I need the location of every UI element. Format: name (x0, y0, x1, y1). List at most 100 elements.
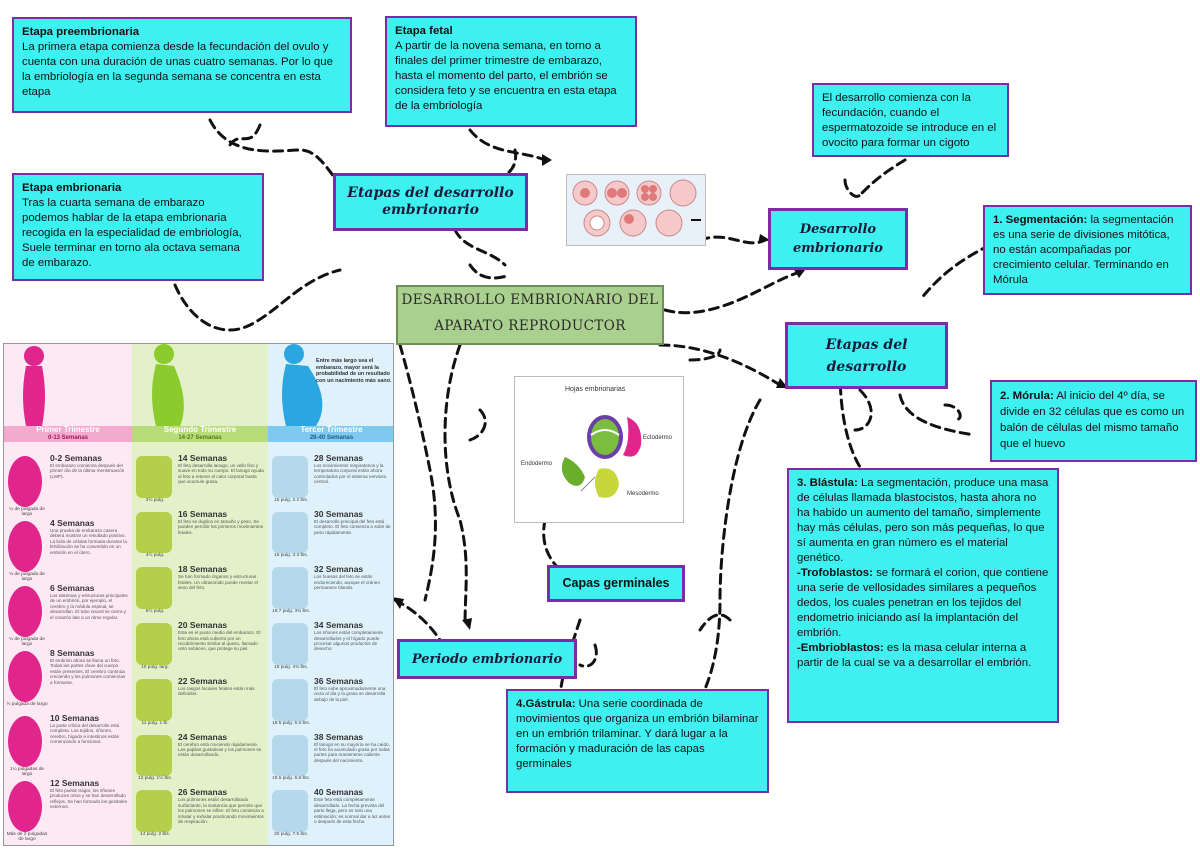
week-image (8, 781, 42, 832)
week-image (272, 678, 308, 721)
week-heading: 20 Semanas (178, 620, 228, 631)
week-image (272, 734, 308, 777)
trimester-infographic: Entre más largo sea el embarazo, mayor s… (3, 343, 394, 846)
week-size-tag: ½ pulgada de largo (6, 702, 48, 707)
week-description: Este feto está completamente desarrollad… (314, 797, 391, 824)
desarrollo-embrionario-label: Desarrollo embrionario (793, 222, 883, 256)
week-description: El cerebro está creciendo rápidamente. L… (178, 741, 262, 758)
week-description: Los rasgos faciales fetales están más de… (178, 685, 255, 697)
etapas-desarrollo-label: Etapas del desarrollo (825, 336, 908, 375)
week-description: El feto desarrolla lanugo, un vello fino… (178, 463, 264, 485)
trofoblastos-label: -Trofoblastos: (797, 567, 873, 579)
week-heading: 14 Semanas (178, 453, 228, 463)
blastula-box: 3. Blástula: La segmentación, produce un… (787, 468, 1059, 723)
week-description: Se han formado órganos y estructuras fet… (178, 574, 258, 591)
week-heading: 26 Semanas (178, 787, 228, 798)
morula-label: 2. Mórula: (1000, 390, 1054, 402)
week-heading: 22 Semanas (178, 675, 228, 686)
primer-trimestre-header: Primer Trimestre 0-13 Semanas (4, 426, 132, 442)
etapa-preembrionaria-title: Etapa preembrionaria (22, 26, 140, 38)
week-image (8, 651, 42, 702)
week-description: El feto sube aproximadamente una onza al… (314, 685, 386, 702)
week-size-tag: 1¼ pulgadas de largo (9, 767, 45, 777)
week-size-tag: ¼ de pulgada de largo (9, 637, 45, 647)
week-description: El embarazo comienza después del primer … (50, 463, 125, 479)
trimester-note: Entre más largo sea el embarazo, mayor s… (316, 358, 392, 384)
week-size-tag: 15 pulg. 2.2 lbs. (274, 497, 308, 503)
periodo-embrionario-label: Periodo embrionario (411, 651, 563, 667)
week-image (272, 790, 308, 832)
etapas-desarrollo-embrionario-label: Etapas del desarrollo embrionario (347, 185, 514, 218)
week-size-tag: 16.7 pulg. 3¾ lbs. (272, 609, 310, 615)
week-description: La parte crítica del desarrollo está com… (50, 723, 120, 745)
segundo-trimestre-label: Segundo Trimestre (163, 425, 237, 434)
week-description: El embrión ahora se llama un feto. Todas… (50, 658, 126, 685)
week-image (8, 456, 42, 507)
morula-box: 2. Mórula: Al inicio del 4º día, se divi… (990, 380, 1197, 462)
week-heading: 16 Semanas (178, 508, 228, 519)
week-description: El feto se duplica en tamaño y peso. Se … (178, 518, 264, 535)
week-heading: 0-2 Semanas (50, 453, 102, 463)
week-size-tag: 18.5 pulg. 5.5 lbs. (272, 720, 310, 726)
hojas-title: Hojas embrionarias (565, 386, 626, 393)
week-image (8, 716, 42, 767)
week-description: Los pulmones están desarrollando surfact… (178, 797, 264, 824)
week-size-tag: 20 pulg. 7.5 lbs. (274, 832, 308, 837)
gastrula-text: Una serie coordinada de movimientos que … (516, 698, 759, 770)
week-image (136, 511, 172, 554)
week-image (136, 623, 172, 665)
week-image (136, 567, 172, 610)
blastula-label: 3. Blástula: (797, 477, 858, 489)
week-size-tag: 3½ pulg. (145, 497, 165, 503)
week-heading: 12 Semanas (50, 778, 100, 788)
week-heading: 30 Semanas (314, 508, 364, 519)
week-description: Una prueba de embarazo casera deberá mos… (50, 528, 127, 555)
etapa-embrionaria-title: Etapa embrionaria (22, 182, 122, 194)
main-title-box: DESARROLLO EMBRIONARIO DEL APARATO REPRO… (396, 285, 664, 345)
week-description: Los riñones están completamente desarrol… (314, 630, 383, 652)
etapa-fetal-title: Etapa fetal (395, 25, 453, 37)
week-description: Los huesos del feto se están endureciend… (314, 574, 380, 591)
etapa-embrionaria-text: Tras la cuarta semana de embarazo podemo… (22, 197, 242, 269)
segundo-trimestre-header: Segundo Trimestre 14-27 Semanas (132, 426, 268, 442)
week-size-tag: ⅛ de pulgada de largo (9, 572, 45, 582)
week-size-tag: 18 pulg. 4¾ lbs. (274, 664, 308, 670)
capas-germinales-label: Capas germinales (562, 576, 670, 590)
gastrula-label: 4.Gástrula: (516, 698, 576, 710)
week-image (136, 734, 172, 777)
week-size-tag: 4½ pulg. (145, 553, 165, 559)
week-heading: 32 Semanas (314, 564, 364, 575)
week-image (272, 623, 308, 665)
segmentacion-text: la segmentación es una serie de division… (993, 214, 1174, 286)
week-heading: 38 Semanas (314, 731, 364, 742)
segundo-trimestre-weeks: 14-27 Semanas (178, 435, 222, 441)
segmentacion-box: 1. Segmentación: la segmentación es una … (983, 205, 1192, 295)
cell-division-image (566, 174, 706, 246)
week-image (8, 586, 42, 637)
week-heading: 10 Semanas (50, 713, 100, 723)
week-image (272, 511, 308, 554)
week-size-tag: 5½ pulg. (145, 609, 165, 615)
gastrula-box: 4.Gástrula: Una serie coordinada de movi… (506, 689, 769, 793)
capas-germinales-node: Capas germinales (547, 565, 685, 602)
week-heading: 6 Semanas (50, 583, 95, 593)
trofoblastos-text: se formará el corion, que contiene una s… (797, 567, 1049, 639)
etapa-embrionaria-box: Etapa embrionaria Tras la cuarta semana … (12, 173, 264, 281)
endodermo-label: Endodermo (521, 461, 553, 467)
hojas-embrionarias-illustration: Hojas embrionarias Ectodermo Endodermo M… (521, 386, 673, 498)
mesodermo-label: Mesodermo (627, 491, 659, 497)
ectodermo-label: Ectodermo (643, 435, 673, 441)
week-heading: 18 Semanas (178, 564, 228, 575)
week-description: El lanugo en su mayoría se ha caído, el … (314, 741, 390, 763)
